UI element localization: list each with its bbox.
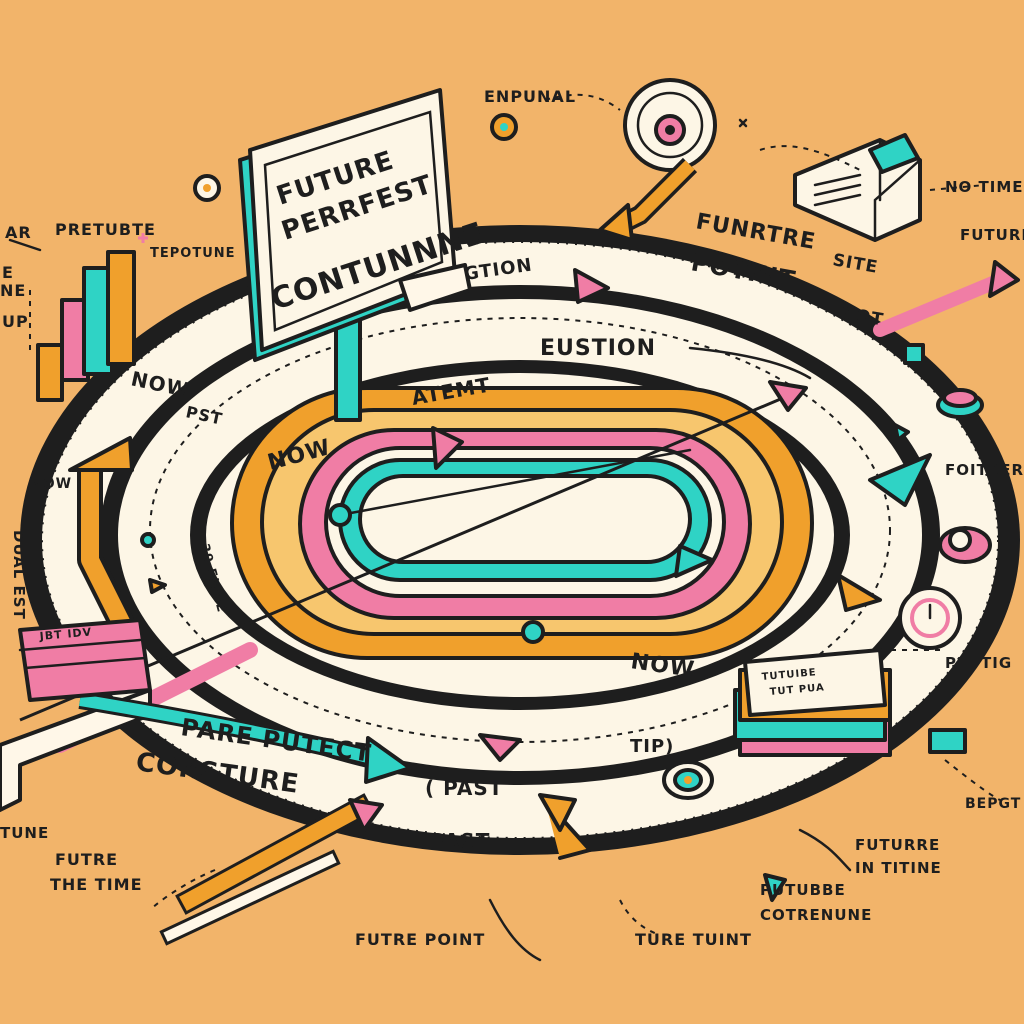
label-futre-time-2: THE TIME	[50, 875, 143, 894]
label-ture-tuint: TURE TUINT	[635, 930, 752, 949]
label-e: E	[2, 263, 14, 282]
label-pie-tig: PIE TIG	[945, 654, 1012, 672]
label-past: PAST	[430, 829, 490, 853]
label-enpunal: ENPUNAL	[484, 87, 576, 106]
label-dual-est: DUAL EST	[10, 530, 28, 620]
gear-icon	[193, 113, 518, 202]
book-label-2: TUT PUA	[769, 682, 825, 698]
label-futubbe-1: PUTUBBE	[760, 881, 846, 899]
label-past-paren: ( PAST	[425, 776, 503, 800]
label-eustion: EUSTION	[540, 336, 656, 361]
right-icons	[573, 268, 992, 754]
label-pretubte: PRETUBTE	[55, 220, 156, 239]
left-bent-arrow	[18, 436, 152, 702]
label-futre-time-1: FUTRE	[55, 850, 118, 869]
leader-lines	[8, 93, 1001, 962]
label-bepgt: BEPGT	[965, 796, 1021, 812]
label-foitbere: FOITBERE	[945, 461, 1024, 479]
label-site: SITE	[831, 250, 880, 278]
label-tip: TIP)	[630, 736, 674, 757]
label-tepotune: TEPOTUNE	[150, 246, 236, 261]
label-futubbe-2: COTRENUNE	[760, 906, 872, 924]
signboard	[238, 88, 472, 422]
bar-chart-icon	[36, 250, 136, 402]
label-future-right: FUTURE	[960, 226, 1024, 244]
bag-label: JBT IDV	[38, 625, 92, 643]
label-ne: NE	[0, 281, 26, 300]
target-icon	[662, 760, 787, 902]
label-ar: AR	[5, 223, 32, 242]
label-funrtre: FUNRTRE	[694, 209, 818, 255]
label-no-time: NO TIME	[945, 178, 1024, 196]
book-label-1: TUTUIBE	[761, 667, 817, 683]
label-futurre-1: FUTURRE	[855, 836, 940, 854]
bottom-arrows	[78, 691, 592, 946]
sparkle-icons	[138, 118, 748, 594]
inner-racetrack	[230, 386, 814, 660]
clock-icon	[598, 78, 717, 242]
book-stack-icon	[733, 648, 892, 757]
label-futurre-2: IN TITINE	[855, 859, 942, 877]
label-now-left: NOW	[30, 476, 72, 492]
label-tune-left: TUNE	[0, 824, 49, 842]
label-futre-point: FUTRE POINT	[355, 930, 485, 949]
label-up: UP	[2, 312, 29, 331]
box-icon	[793, 133, 922, 242]
